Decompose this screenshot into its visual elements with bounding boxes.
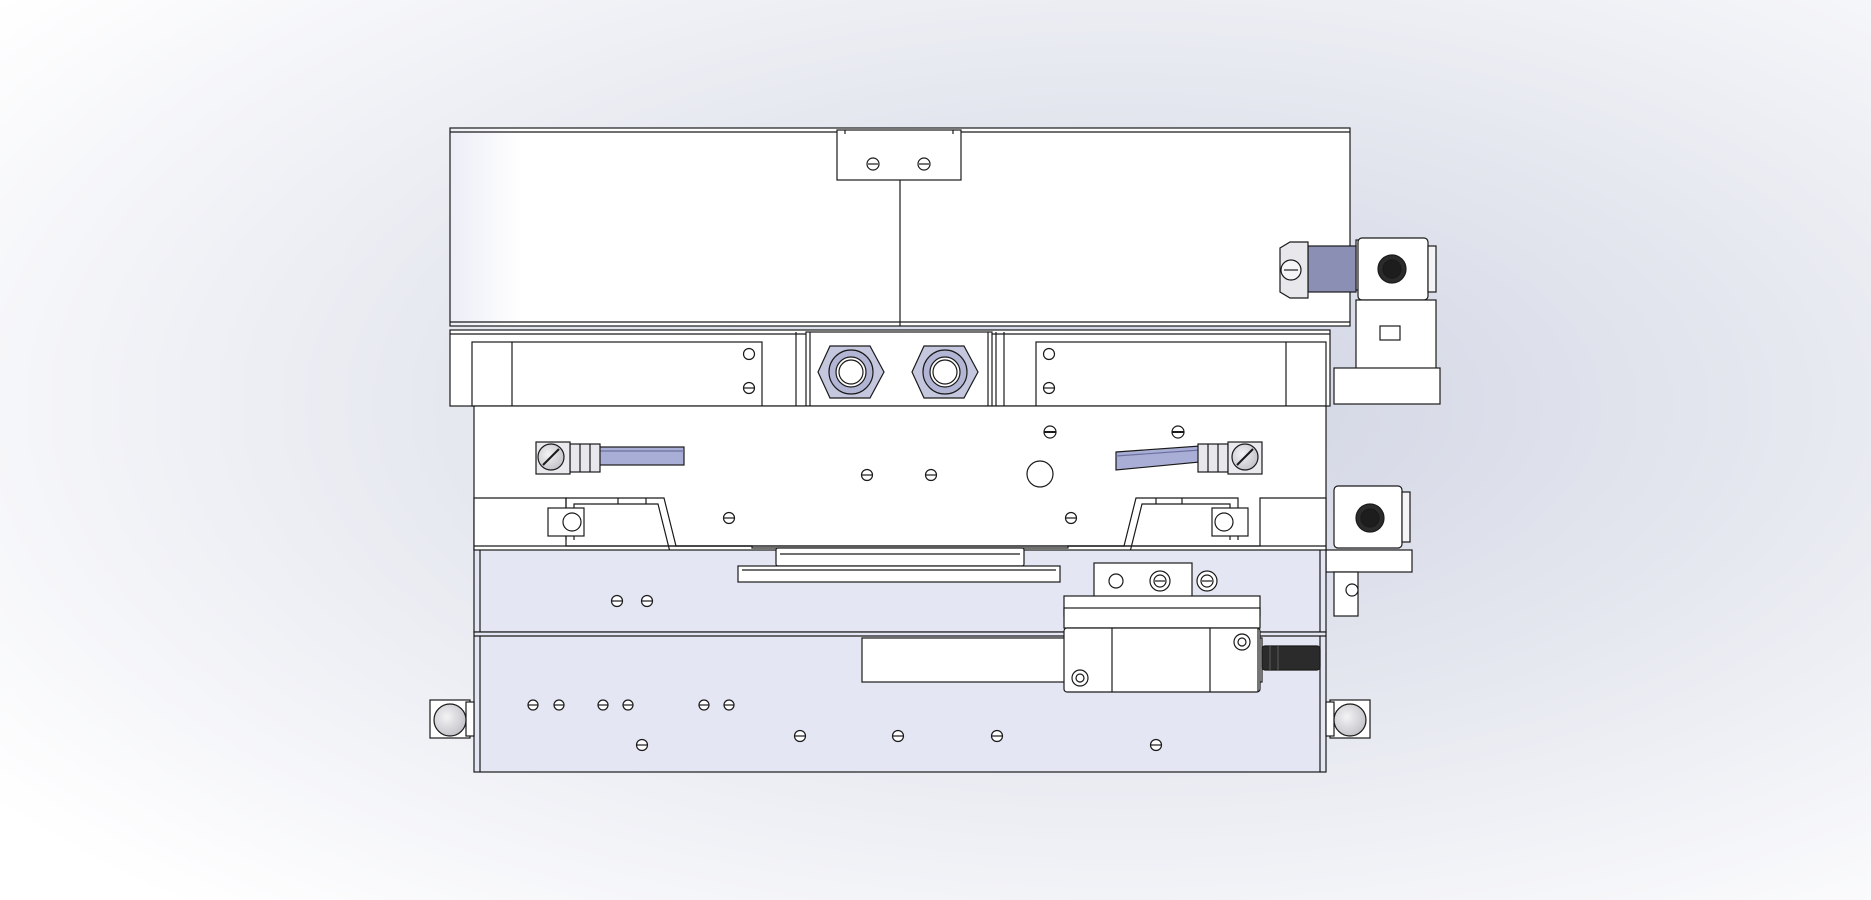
plate-screw-2 bbox=[924, 468, 938, 482]
plate-screw-5 bbox=[722, 511, 736, 525]
plate-screw-6 bbox=[1064, 511, 1078, 525]
plate-hole bbox=[1026, 460, 1054, 488]
pneumatic-cylinder-right bbox=[1115, 441, 1263, 475]
bottom-screw-row bbox=[527, 699, 1163, 752]
pneumatic-cylinder-left bbox=[535, 441, 685, 475]
plate-screw-3 bbox=[1043, 425, 1057, 439]
lower-plate-screw-left-2 bbox=[640, 594, 654, 608]
middle-plate bbox=[473, 405, 1327, 551]
top-bracket bbox=[836, 129, 962, 181]
cable-gland-right bbox=[911, 345, 979, 399]
mid-panel-right bbox=[1003, 332, 1327, 407]
assembly bbox=[429, 127, 1441, 773]
foot-left bbox=[429, 699, 475, 739]
cutout-tabs bbox=[617, 498, 1183, 504]
cable-gland-left bbox=[817, 345, 885, 399]
guide-rail bbox=[737, 547, 1061, 583]
connector-lower bbox=[1325, 485, 1413, 617]
actuator-module bbox=[1063, 562, 1321, 693]
mid-panel-left bbox=[471, 332, 797, 407]
connector-upper bbox=[1279, 237, 1441, 405]
plate-screw-4 bbox=[1171, 425, 1185, 439]
side-clip-left bbox=[547, 507, 585, 537]
lower-plate-screw-left-1 bbox=[610, 594, 624, 608]
top-bracket-screw-left bbox=[866, 157, 880, 171]
side-clip-right bbox=[1211, 507, 1249, 537]
plate-screw-1 bbox=[860, 468, 874, 482]
foot-right bbox=[1325, 699, 1371, 739]
top-bracket-screw-right bbox=[917, 157, 931, 171]
